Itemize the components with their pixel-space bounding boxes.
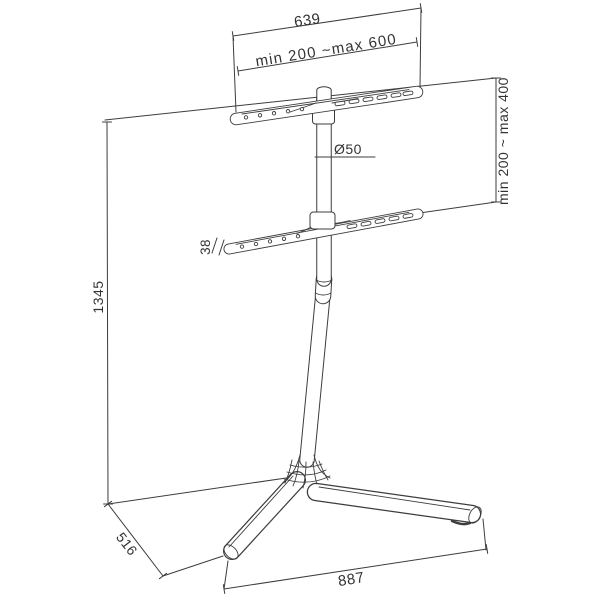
right-foot-cap: [468, 506, 482, 524]
dim-label-bracket-height: 38: [198, 239, 213, 255]
top-bracket: [229, 85, 424, 126]
dim-label-vesa-width: min 200 ~max 600: [254, 31, 398, 71]
base-junction-web: [281, 454, 331, 489]
dim-label-base-depth: 516: [113, 529, 141, 558]
dim-label-stand-height: 1345: [90, 280, 106, 313]
pole: [299, 90, 333, 468]
pole-top-cap: [316, 86, 332, 102]
dim-label-base-width: 887: [337, 569, 366, 590]
dim-label-top-width: 639: [293, 10, 322, 31]
dim-label-pole-diameter: Ø50: [334, 141, 362, 157]
lower-bracket-collar: [309, 211, 336, 230]
dim-label-vesa-height: min 200 ~ max 400: [495, 77, 511, 205]
front-foot-cap: [223, 544, 239, 560]
dimension-lines: [102, 3, 501, 594]
lower-bracket: [223, 208, 424, 255]
pole-joint-seam: [315, 279, 333, 283]
base-legs: [223, 471, 482, 560]
